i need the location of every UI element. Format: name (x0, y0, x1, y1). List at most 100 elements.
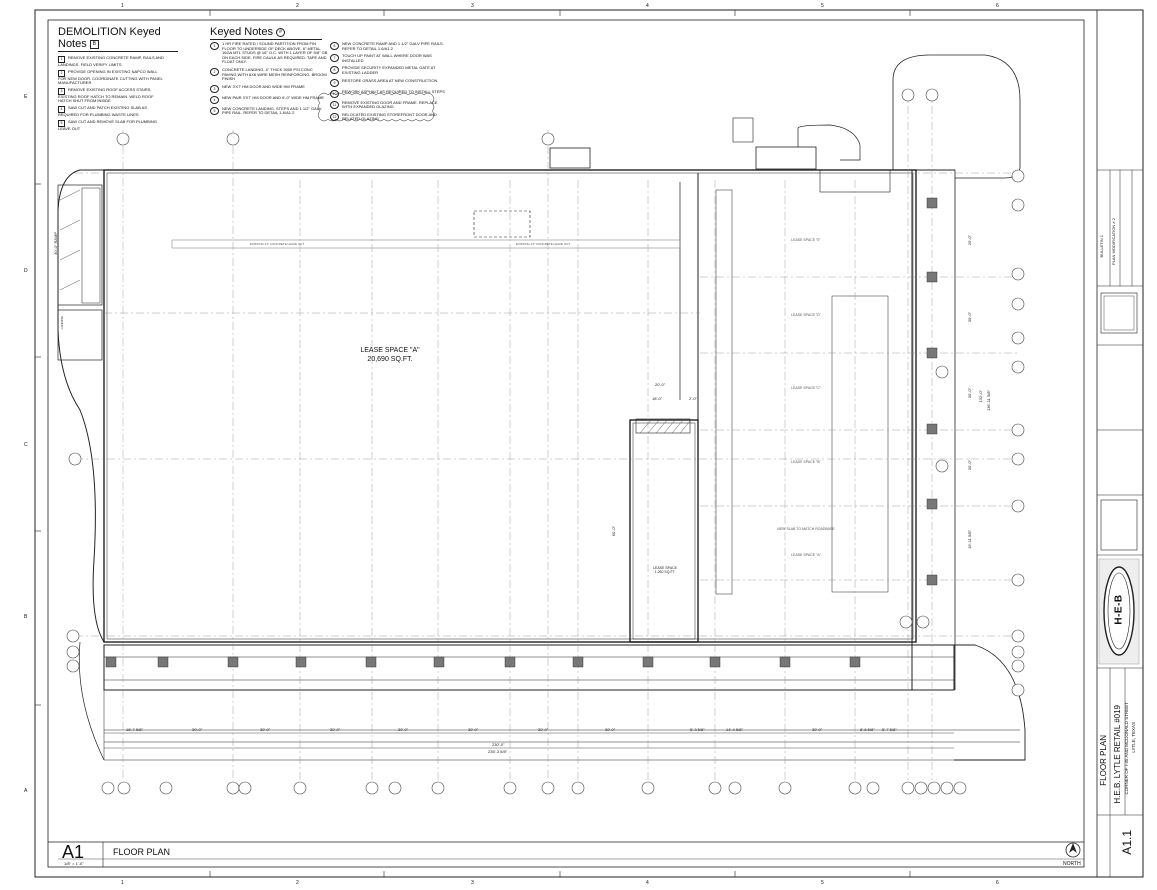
grid-col-5-bottom: 5 (821, 880, 824, 886)
grid-col-5-top: 5 (821, 3, 824, 9)
project-city: LYTLE, TEXAS (1131, 722, 1136, 753)
keyed-note-num: 11 (330, 100, 339, 109)
grid-col-1-bottom: 1 (121, 880, 124, 886)
keyed-note-num: 12 (330, 112, 339, 121)
grid-row-c: C (24, 442, 28, 448)
revision-2: PLAN MODIFICATION # 2 (1111, 218, 1116, 266)
keyed-note-text: CONCRETE LANDING, 4" THICK 3000 PSI CONC… (222, 66, 327, 82)
keyed-note-text: RELOCATED EXISTING STOREFRONT DOOR AND R… (342, 111, 437, 122)
right-space-b: LEASE SPACE "B" (791, 460, 821, 464)
right-dim: 20'-0" (967, 235, 972, 246)
sheet-scale: 1/8" = 1'-0" (64, 861, 84, 866)
dim-top-2: 18'-0" (652, 396, 663, 401)
sheet-number: A1.1 (1120, 830, 1134, 855)
project-title: FLOOR PLAN (1099, 735, 1108, 786)
dim-bottom: 8'-6 5/8" (860, 727, 875, 732)
right-space-d: LEASE SPACE "D" (791, 313, 821, 317)
dim-bottom: 5'-7 5/8" (882, 727, 897, 732)
demo-note-text: SAW CUT AND PATCH EXISTING SLAB AS REQUI… (58, 104, 147, 117)
keyed-note-text: NEW 3'X7' HM DOOR AND WIDE HM FRAME (222, 83, 305, 89)
grid-col-6-top: 6 (996, 3, 999, 9)
right-dim: 136'-11 5/8" (986, 390, 991, 412)
keyed-note-text: REWORK ASPHALT AS REQUIRED TO INSTALL ST… (342, 88, 445, 94)
sheet-id: A1 (62, 842, 85, 862)
right-dim: 132'-0" (978, 390, 983, 403)
keyed-note-num: 8 (330, 66, 339, 75)
grid-col-4-top: 4 (646, 3, 649, 9)
grid-row-d: D (24, 268, 28, 274)
keyed-notes-tag: # (276, 27, 286, 37)
dim-bottom: 14'-4 5/8" (726, 727, 743, 732)
grid-row-b: B (24, 614, 28, 620)
dim-vertical: 60'-0" (611, 526, 616, 537)
keyed-note-text: PROVIDE SECURITY EXPANDED METAL GATE AT … (342, 65, 436, 75)
dim-bottom: 30'-0" (330, 727, 341, 732)
keyed-note-text: 1 HR FIRE RATED / SOUND PARTITION FROM F… (222, 41, 328, 65)
dim-top-1: 20'-0" (655, 382, 666, 387)
dim-bottom: 30'-0" (260, 727, 271, 732)
right-space-c: LEASE SPACE "C" (791, 386, 821, 390)
dim-bottom: 30'-0" (398, 727, 409, 732)
lease-a-title: LEASE SPACE "A" (360, 347, 420, 354)
leave-out-label-1: EXISTING 24" CONCRETE LEAVE OUT (249, 242, 305, 246)
sheet-title: FLOOR PLAN (113, 847, 171, 857)
revision-1: BULLETIN 1 (1099, 235, 1104, 258)
landing-label: LANDING (60, 316, 64, 330)
demolition-notes-title: DEMOLITION Keyed Notes (58, 26, 161, 50)
lease-small-area: 1,260 SQ.FT. (654, 570, 676, 574)
grid-col-3-bottom: 3 (471, 880, 474, 886)
keyed-note-num: 9 (330, 78, 339, 87)
grid-col-3-top: 3 (471, 3, 474, 9)
ramp-label: 30'-0" RAMP (53, 232, 58, 255)
keyed-note-num: 2 (210, 67, 219, 76)
demolition-notes-tag: B (89, 39, 99, 49)
logo-text: H-E-B (1113, 594, 1125, 625)
lease-a-area: 20,690 SQ.FT. (367, 356, 413, 363)
keyed-note-num: 1 (210, 42, 219, 50)
leave-out-label-2: EXISTING 24" CONCRETE LEAVE OUT (515, 242, 571, 246)
right-dim: 30'-0" (967, 460, 972, 471)
new-slab-label: NEW SLAB TO MATCH ROADBASE (777, 527, 835, 531)
right-space-e: LEASE SPACE "E" (791, 238, 821, 242)
keyed-notes-title: Keyed Notes (210, 26, 273, 38)
keyed-note-num: 3 (210, 84, 219, 93)
total-dim-1: 230'-0" (492, 742, 505, 747)
keyed-notes: Keyed Notes # (210, 26, 450, 44)
dim-bottom: 30'-0" (538, 727, 549, 732)
north-label: NORTH (1063, 861, 1081, 867)
grid-col-2-top: 2 (296, 3, 299, 9)
keyed-note-text: NEW CONCRETE LANDING, STEPS AND 1 1/2" G… (222, 105, 323, 116)
total-dim-2: 235'-3 5/8" (488, 749, 508, 754)
keyed-note-num: 10 (330, 89, 339, 98)
keyed-note-text: REMOVE EXISTING DOOR AND FRAME. REPLACE … (342, 99, 438, 110)
keyed-note-num: 7 (330, 54, 339, 63)
keyed-note-text: TOUCH UP PAINT AT WALL WHERE DOOR WAS IN… (342, 53, 432, 63)
grid-row-e: E (24, 94, 28, 100)
dim-top-3: 2'-0" (689, 396, 697, 401)
grid-row-a: A (24, 788, 28, 794)
dim-bottom: 30'-0" (812, 727, 823, 732)
project-name: H.E.B. LYTLE RETAIL #019 (1113, 705, 1122, 804)
grid-col-1-top: 1 (121, 3, 124, 9)
grid-col-2-bottom: 2 (296, 880, 299, 886)
keyed-note-text: RESTORE GRASS AREA AT NEW CONSTRUCTION (342, 77, 438, 83)
dim-bottom: 30'-0" (192, 727, 203, 732)
dim-bottom: 30'-0" (468, 727, 479, 732)
dim-bottom: 30'-0" (605, 727, 616, 732)
